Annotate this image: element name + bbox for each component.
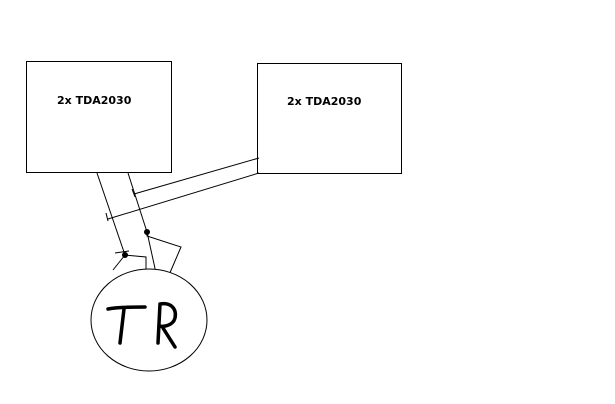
amp-block-right-label: 2x TDA2030 (287, 95, 362, 108)
wire-left-b (127, 172, 148, 233)
wire-right-tick-a (131, 188, 136, 198)
letter-r (156, 301, 178, 349)
lead-2 (124, 254, 147, 272)
transformer: TR (90, 268, 208, 372)
transformer-label: TR (106, 301, 178, 349)
amp-block-left-label: 2x TDA2030 (57, 94, 132, 107)
lead-3 (146, 231, 157, 274)
junction-dot-1 (122, 252, 128, 258)
transformer-circle (90, 268, 208, 372)
amp-block-right-box (257, 63, 402, 174)
wire-right-a (133, 157, 260, 195)
amp-block-left-box (26, 61, 172, 173)
wires-right-block (105, 157, 260, 222)
wire-right-tick-b (105, 212, 109, 222)
wire-left-stub (114, 250, 130, 254)
lead-1 (112, 254, 126, 271)
letter-t (106, 305, 147, 345)
wire-right-b (107, 172, 260, 220)
wire-left-a (96, 172, 126, 256)
amp-block-left: 2x TDA2030 (26, 61, 172, 173)
wires-left-block (96, 172, 148, 256)
amp-block-right: 2x TDA2030 (257, 63, 402, 174)
junction-dot-2 (144, 229, 150, 235)
